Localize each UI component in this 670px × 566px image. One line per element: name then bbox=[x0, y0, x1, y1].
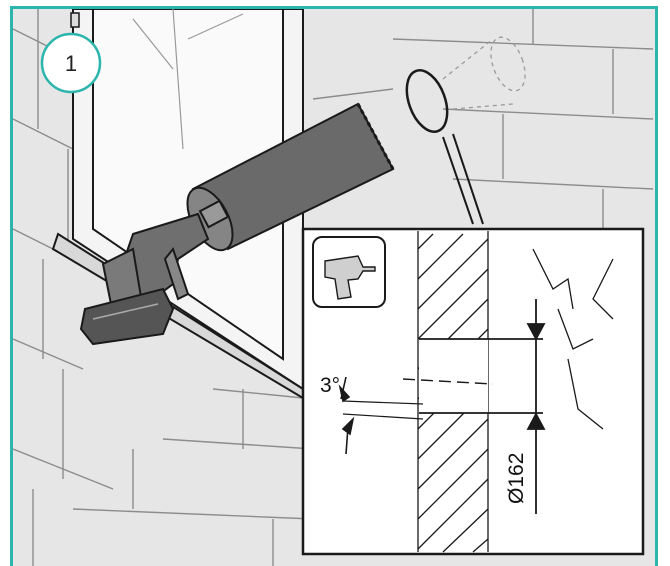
hole-marking bbox=[405, 36, 526, 225]
cordless-drill-icon bbox=[312, 236, 386, 308]
bore-hole bbox=[342, 338, 543, 420]
diameter-label: Ø162 bbox=[505, 453, 528, 504]
angle-label: 3° bbox=[320, 374, 340, 397]
installation-illustration: 1 Ø162 3° bbox=[13, 9, 654, 566]
step-badge: 1 bbox=[40, 32, 102, 94]
illustration-frame: 1 Ø162 3° bbox=[10, 6, 658, 566]
cordless-drill bbox=[79, 212, 210, 346]
window-handle bbox=[70, 12, 80, 28]
step-number: 1 bbox=[65, 51, 77, 76]
brick-wall bbox=[13, 9, 654, 566]
wall-section bbox=[417, 231, 614, 553]
detail-callout: Ø162 3° bbox=[301, 227, 645, 556]
diameter-dimension bbox=[526, 299, 546, 514]
angle-indicator bbox=[338, 376, 355, 455]
